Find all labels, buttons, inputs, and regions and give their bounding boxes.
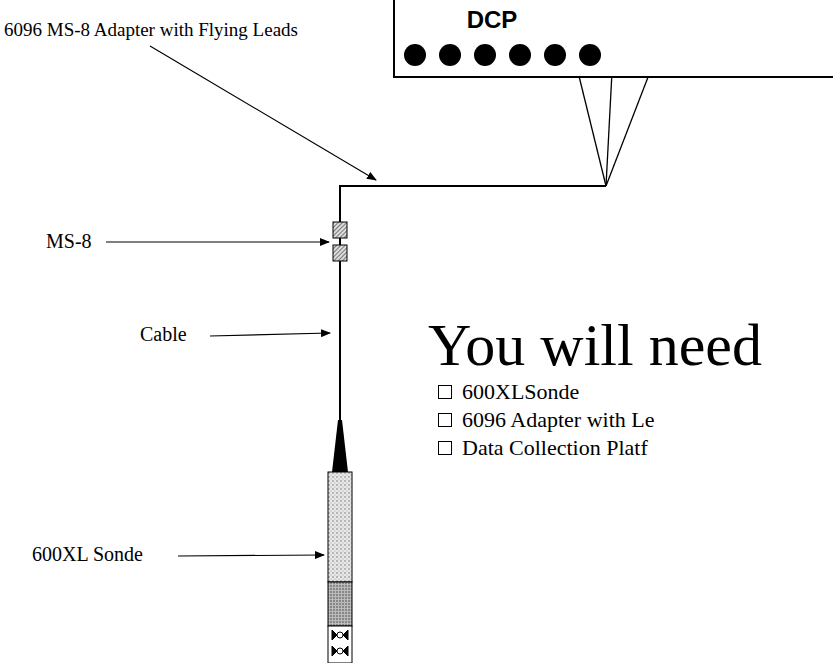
adapter-cable [340,186,606,222]
terminal-dot [439,44,461,66]
terminal-dot [509,44,531,66]
part-label: 6096 MS-8 Adapter with Flying Leads [4,20,298,41]
part-label: MS-8 [46,230,92,252]
ms8-connector [333,222,347,261]
checkbox [438,413,452,427]
terminal-dot [544,44,566,66]
leader-lines [106,46,376,556]
terminal-dot [404,44,426,66]
terminal-dot [579,44,601,66]
part-label: 600XL Sonde [32,543,143,565]
sonde-cable [339,261,341,425]
checklist-item: Data Collection Platf [462,436,648,460]
heading-text: You will need [428,312,762,378]
sonde-body [328,472,352,663]
strain-relief [332,420,348,472]
box-title: DCP [467,6,518,34]
dcp-box: DCP [393,0,833,78]
part-label: Cable [140,323,187,345]
checkbox [438,441,452,455]
checklist-item: 6096 Adapter with Le [462,408,654,432]
flying-leads [578,72,650,186]
checklist-item: 600XLSonde [462,380,579,404]
checkbox [438,385,452,399]
terminal-dot [474,44,496,66]
